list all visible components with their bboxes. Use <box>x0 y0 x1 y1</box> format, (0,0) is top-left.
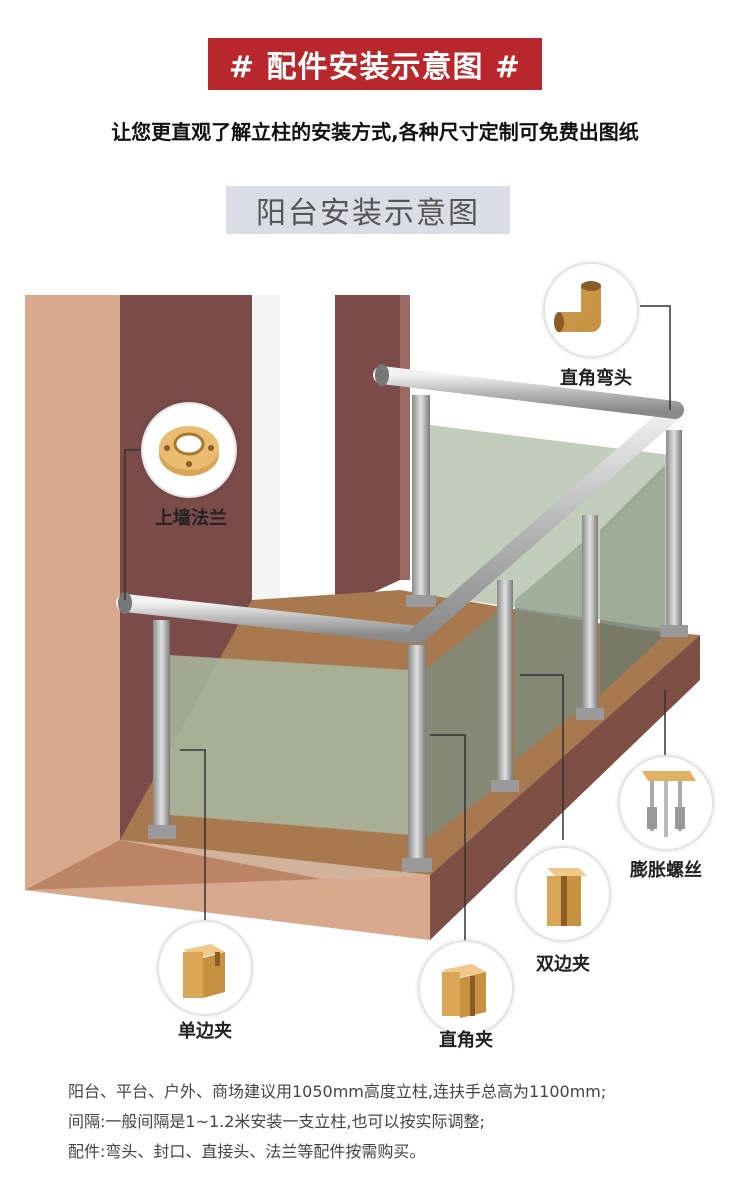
corner-clamp-icon <box>442 964 486 1018</box>
balcony-diagram: 直角弯头 上墙法兰 膨胀螺丝 双边夹 <box>0 250 750 1070</box>
double-clamp-callout <box>515 846 611 942</box>
expansion-bolt-callout <box>618 755 714 851</box>
handrails <box>116 364 684 644</box>
elbow-callout <box>543 262 639 358</box>
single-clamp-label: 单边夹 <box>178 1021 232 1042</box>
corner-clamp-label: 直角夹 <box>439 1030 493 1051</box>
balcony-illustration <box>25 295 700 985</box>
elbow-label: 直角弯头 <box>560 368 632 389</box>
double-clamp-icon <box>547 868 587 926</box>
corner-clamp-callout <box>418 940 514 1036</box>
note-height: 阳台、平台、户外、商场建议用1050mm高度立柱,连扶手总高为1100mm; <box>68 1082 607 1101</box>
page-title: # 配件安装示意图 # <box>208 38 542 90</box>
section-label: 阳台安装示意图 <box>226 186 510 234</box>
expansion-bolt-label: 膨胀螺丝 <box>630 860 702 881</box>
double-clamp-label: 双边夹 <box>536 954 590 975</box>
railing-posts <box>148 395 688 872</box>
leader-lines <box>124 305 671 985</box>
elbow-pipe-icon <box>554 281 601 332</box>
flange-icon <box>159 426 219 476</box>
bolt-icon <box>642 771 696 837</box>
wall-flange-label: 上墙法兰 <box>155 508 227 529</box>
note-accessories: 配件:弯头、封口、直接头、法兰等配件按需购买。 <box>68 1142 426 1161</box>
note-spacing: 间隔:一般间隔是1~1.2米安装一支立柱,也可以按实际调整; <box>68 1112 485 1131</box>
installation-notes: 阳台、平台、户外、商场建议用1050mm高度立柱,连扶手总高为1100mm; 间… <box>68 1077 728 1167</box>
wall-flange-callout <box>141 402 237 498</box>
single-clamp-callout <box>157 920 253 1016</box>
page-subtitle: 让您更直观了解立柱的安装方式,各种尺寸定制可免费出图纸 <box>111 120 639 144</box>
single-clamp-icon <box>183 944 225 998</box>
